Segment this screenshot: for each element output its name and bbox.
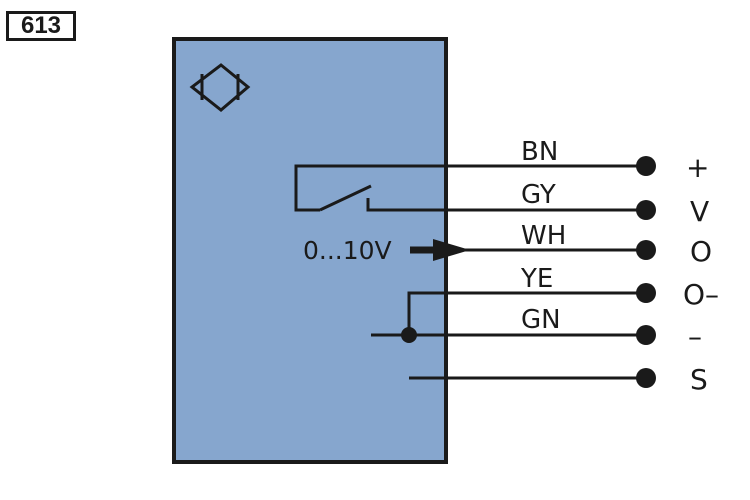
terminal-dot (636, 283, 656, 303)
wire-label: YE (520, 264, 553, 294)
terminal-label: V (690, 195, 709, 228)
terminal-label: S (690, 363, 708, 396)
wire-label: BN (521, 137, 558, 167)
terminal-dot (636, 325, 656, 345)
terminal-label: + (686, 151, 709, 184)
terminal-dot (636, 368, 656, 388)
terminal-dot (636, 156, 656, 176)
terminal-dot (636, 200, 656, 220)
terminal-label: O– (683, 278, 719, 311)
junction-dot (401, 327, 417, 343)
wire-ye (407, 291, 646, 335)
terminal-label: – (688, 320, 702, 353)
wire-bn (294, 164, 646, 212)
signal-arrow-icon (410, 239, 470, 261)
signal-label: 0...10V (303, 236, 392, 265)
terminal-label: O (690, 235, 712, 268)
wire-label: GY (521, 180, 556, 210)
sensor-symbol-icon (189, 63, 251, 112)
diagram-number: 613 (6, 11, 76, 41)
terminal-dot (636, 240, 656, 260)
switch-contact-icon (319, 184, 646, 212)
wire-label: WH (521, 221, 566, 251)
wire-label: GN (521, 305, 561, 335)
